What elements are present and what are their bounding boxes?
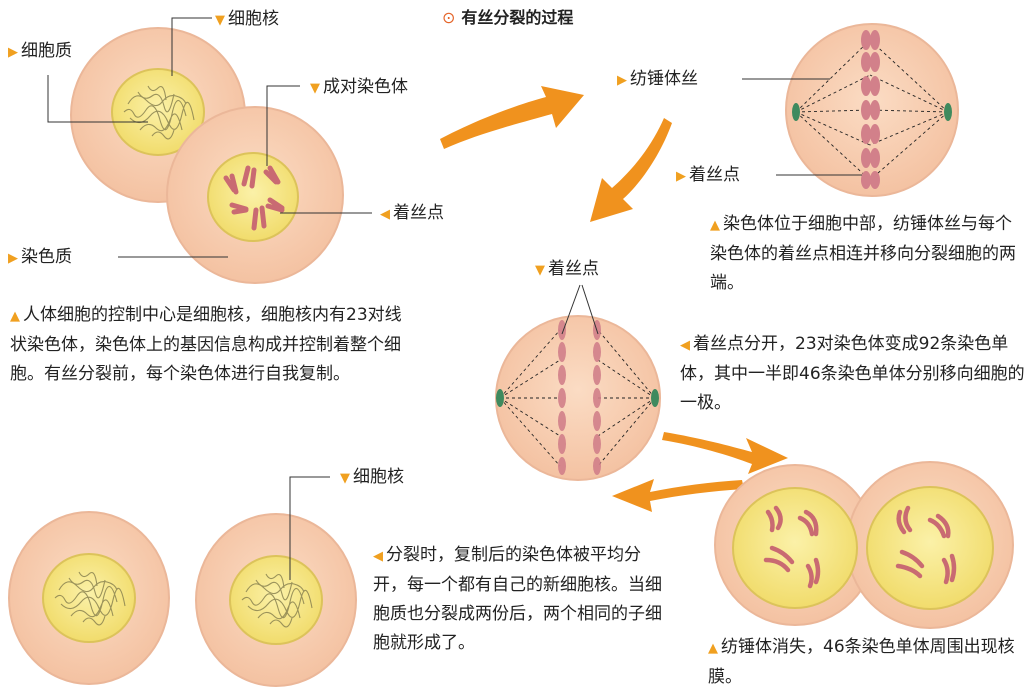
triangle-down-icon: ▼	[215, 13, 225, 28]
label-paired-chromosomes: ▼成对染色体	[310, 77, 408, 97]
daughter-cell-right	[195, 513, 357, 687]
caption-step5: ◀分裂时，复制后的染色体被平均分开，每一个都有自己的新细胞核。当细胞质也分裂成两…	[373, 545, 662, 653]
cell-telophase	[714, 461, 1014, 629]
cell-anaphase	[495, 315, 661, 481]
caption-step1: ▲人体细胞的控制中心是细胞核，细胞核内有23对线状染色体，染色体上的基因信息构成…	[10, 305, 402, 384]
diagram-title: ⊙有丝分裂的过程	[442, 8, 574, 27]
label-centromere-right: ▶着丝点	[676, 165, 740, 185]
daughter-cell-left	[8, 511, 170, 685]
triangle-right-icon: ▶	[617, 73, 627, 88]
label-nucleus-bottom: ▼细胞核	[340, 467, 404, 487]
cell-prophase	[166, 106, 344, 284]
caption-step2: ▲染色体位于细胞中部，纺锤体丝与每个染色体的着丝点相连并移向分裂细胞的两端。	[710, 214, 1016, 293]
triangle-up-icon: ▲	[710, 218, 720, 233]
triangle-down-icon: ▼	[535, 263, 545, 278]
cell-metaphase	[785, 23, 959, 197]
leader-lines-step1	[47, 17, 372, 258]
triangle-right-icon: ▶	[8, 45, 18, 60]
triangle-up-icon: ▲	[10, 309, 20, 324]
triangle-right-icon: ▶	[8, 251, 18, 266]
triangle-left-icon: ◀	[373, 549, 383, 564]
triangle-up-icon: ▲	[708, 641, 718, 656]
triangle-down-icon: ▼	[310, 81, 320, 96]
leader-lines-step2	[742, 78, 862, 176]
label-centromere-middle: ▼着丝点	[535, 259, 599, 279]
triangle-right-icon: ▶	[676, 169, 686, 184]
leader-lines-step5	[289, 476, 330, 580]
label-chromatin: ▶染色质	[8, 247, 72, 267]
caption-step3: ◀着丝点分开，23对染色体变成92条染色单体，其中一半即46条染色单体分别移向细…	[680, 334, 1025, 413]
paired-chromosomes-shapes	[223, 165, 285, 231]
process-arrows	[440, 86, 788, 512]
triangle-left-icon: ◀	[380, 207, 390, 222]
leader-lines-step3	[561, 284, 599, 335]
circle-dot-icon: ⊙	[442, 8, 456, 27]
triangle-left-icon: ◀	[680, 338, 690, 353]
label-centromere-left: ◀着丝点	[380, 203, 444, 223]
label-spindle-fibers: ▶纺锤体丝	[617, 69, 698, 89]
caption-step4: ▲纺锤体消失，46条染色单体周围出现核膜。	[708, 637, 1015, 687]
label-nucleus-top: ▼细胞核	[215, 9, 279, 29]
label-cytoplasm: ▶细胞质	[8, 41, 72, 61]
triangle-down-icon: ▼	[340, 471, 350, 486]
